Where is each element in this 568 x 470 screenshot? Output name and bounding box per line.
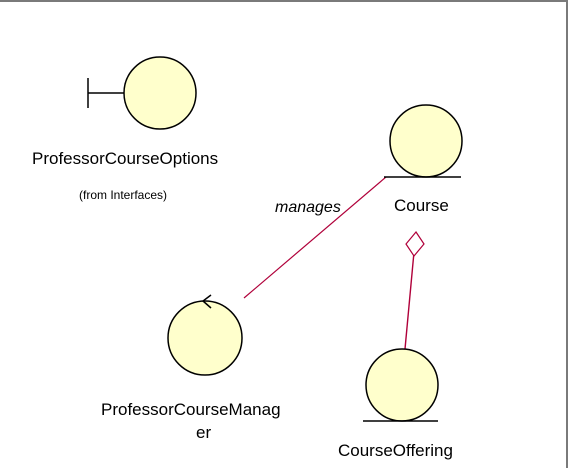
aggregation-line[interactable] xyxy=(404,251,415,350)
control-class-icon[interactable] xyxy=(167,294,243,376)
boundary-class-name: ProfessorCourseOptions xyxy=(32,149,219,168)
entity-class-name-course: Course xyxy=(394,196,449,215)
boundary-class-icon[interactable] xyxy=(87,56,197,130)
control-class-name-line1: ProfessorCourseManag xyxy=(101,400,281,419)
control-class-name-line2: er xyxy=(196,423,212,442)
aggregation-diamond xyxy=(405,230,425,258)
entity-class-name-course-offering: CourseOffering xyxy=(338,441,453,460)
association-line-manages[interactable] xyxy=(243,176,387,299)
association-label-manages: manages xyxy=(275,199,341,216)
entity-class-icon-course[interactable] xyxy=(384,104,463,178)
entity-class-icon-course-offering[interactable] xyxy=(363,348,439,422)
boundary-class-package-note: (from Interfaces) xyxy=(79,188,168,202)
